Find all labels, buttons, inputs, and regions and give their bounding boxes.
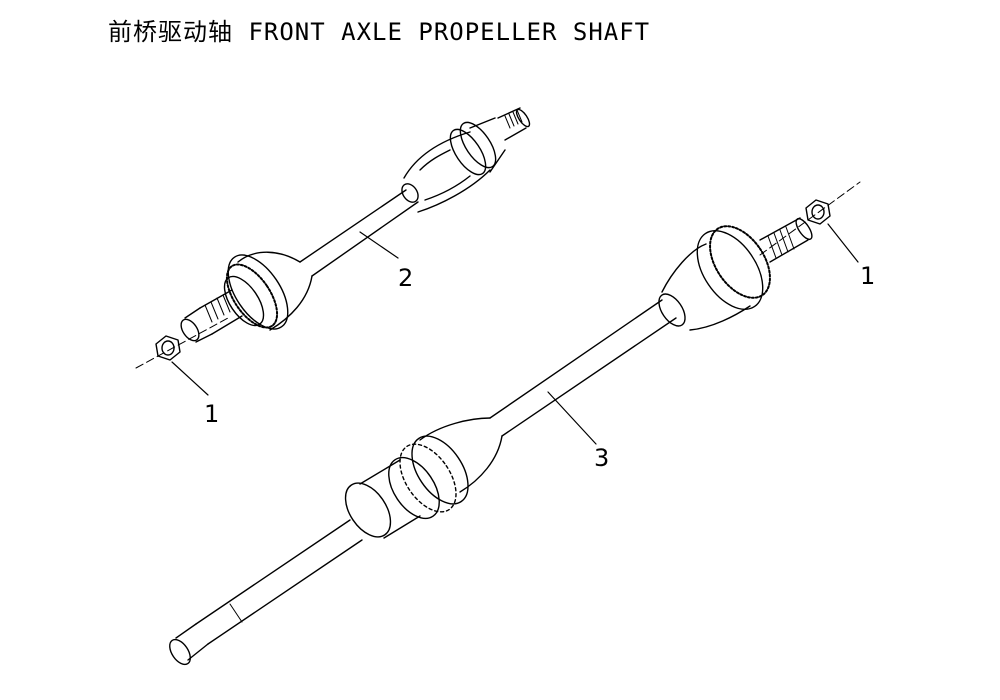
- callout-3: 3: [594, 444, 609, 472]
- callout-1-left: 1: [204, 400, 219, 428]
- hex-nut-left: [135, 317, 229, 396]
- front-axle-shaft-upper: [180, 107, 531, 343]
- hex-nut-right: [805, 199, 859, 263]
- diagram-title: 前桥驱动轴 FRONT AXLE PROPELLER SHAFT: [108, 18, 651, 46]
- callout-2: 2: [398, 264, 413, 292]
- front-axle-shaft-lower: [169, 181, 861, 666]
- callout-1-right: 1: [860, 262, 875, 290]
